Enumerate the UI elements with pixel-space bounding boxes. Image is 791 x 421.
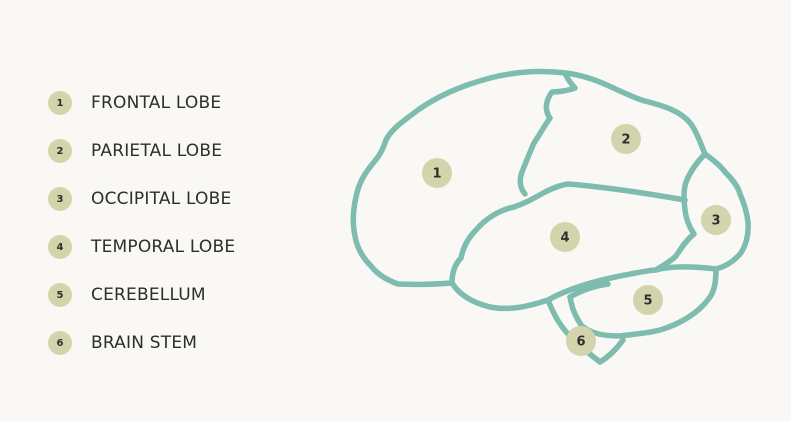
legend-label: TEMPORAL LOBE [91,237,236,257]
legend-badge: 6 [48,331,72,355]
marker-circle [701,205,731,235]
marker-circle [422,158,452,188]
temporal-lobe-outline [449,181,688,286]
legend-badge: 5 [48,283,72,307]
cerebellum-fold [567,281,611,300]
legend-badge: 3 [48,187,72,211]
legend-item-frontal-lobe: 1 FRONTAL LOBE [48,79,348,127]
legend-label: CEREBELLUM [91,285,206,305]
marker-circle [611,124,641,154]
marker-number: 5 [643,294,652,309]
central-sulcus [517,70,578,197]
marker-number: 6 [576,335,585,350]
brainstem-outline [449,280,626,365]
legend-badge: 2 [48,139,72,163]
legend-item-parietal-lobe: 2 PARIETAL LOBE [48,127,348,175]
marker-number: 1 [432,167,441,182]
temporal-lower-boundary [545,264,719,303]
legend-label: FRONTAL LOBE [91,93,222,113]
marker-temporal-lobe: 4 [550,222,580,252]
marker-brain-stem: 6 [566,326,596,356]
legend-item-brain-stem: 6 BRAIN STEM [48,319,348,367]
marker-circle [633,285,663,315]
marker-occipital-lobe: 3 [701,205,731,235]
legend-item-occipital-lobe: 3 OCCIPITAL LOBE [48,175,348,223]
marker-frontal-lobe: 1 [422,158,452,188]
marker-circle [550,222,580,252]
marker-number: 4 [560,231,569,246]
marker-cerebellum: 5 [633,285,663,315]
marker-circle [566,326,596,356]
legend: 1 FRONTAL LOBE 2 PARIETAL LOBE 3 OCCIPIT… [48,79,348,367]
legend-label: PARIETAL LOBE [91,141,223,161]
legend-label: BRAIN STEM [91,333,198,353]
brain-outline [350,68,751,365]
legend-badge: 1 [48,91,72,115]
occipital-lobe-outline [653,151,708,273]
legend-label: OCCIPITAL LOBE [91,189,232,209]
marker-number: 3 [711,214,720,229]
legend-badge: 4 [48,235,72,259]
marker-number: 2 [621,133,630,148]
marker-parietal-lobe: 2 [611,124,641,154]
legend-item-temporal-lobe: 4 TEMPORAL LOBE [48,223,348,271]
cerebrum-outline [350,68,751,288]
legend-item-cerebellum: 5 CEREBELLUM [48,271,348,319]
temporal-cerebellum-outline [567,266,719,339]
